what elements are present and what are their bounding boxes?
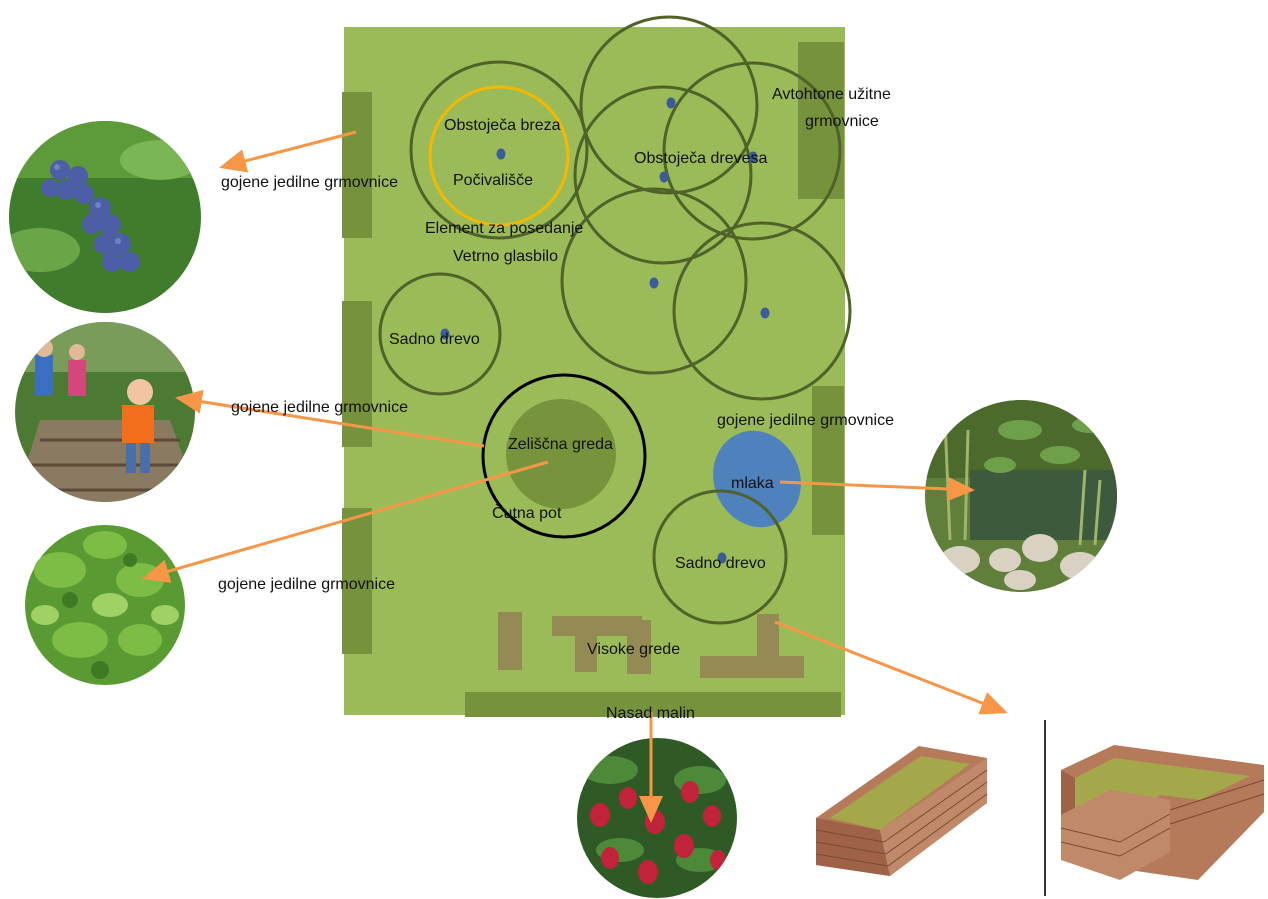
edible-shrubs-label-top-left: gojene jedilne grmovnice (221, 174, 398, 191)
herb-bed (506, 399, 616, 509)
edible-shrubs-label-right: gojene jedilne grmovnice (717, 412, 894, 429)
edible-shrubs-label-low-left: gojene jedilne grmovnice (218, 576, 395, 593)
native-shrubs-label-line2: grmovnice (805, 113, 879, 130)
raspberry-plantation-label: Nasad malin (606, 705, 695, 722)
existing-birch-label: Obstoječa breza (444, 117, 561, 134)
tree-canopies (378, 15, 852, 625)
blueberry-photo (9, 121, 201, 313)
rest-area-label: Počivališče (453, 172, 533, 189)
raised-bed-photo-l-shaped (1060, 745, 1265, 880)
raised-beds (498, 612, 804, 678)
native-shrubs-label-line1: Avtohtone užitne (772, 86, 891, 103)
sensory-path-label: Čutna pot (492, 503, 562, 522)
raspberry-photo (577, 738, 737, 898)
pond-label: mlaka (731, 475, 774, 492)
lawn-area (344, 27, 845, 715)
wind-instrument-label: Vetrno glasbilo (453, 248, 558, 265)
herb-bed-label: Zeliščna greda (508, 436, 613, 453)
hedge-strip-left-mid (342, 301, 372, 447)
pond-photo (925, 400, 1117, 592)
tree-trunks (440, 97, 770, 564)
fruit-tree-label-1: Sadno drevo (389, 331, 480, 348)
raspberry-strip (465, 692, 841, 717)
pond-shape (713, 430, 801, 528)
edible-shrubs-label-mid-left: gojene jedilne grmovnice (231, 399, 408, 416)
sensory-path-photo (15, 322, 195, 502)
herbs-photo (19, 519, 191, 691)
callout-arrows (142, 130, 1008, 823)
birch-rest-area-ring (428, 85, 570, 227)
raised-bed-photo-rectangular (815, 746, 988, 876)
raised-beds-label: Visoke grede (587, 641, 680, 658)
fruit-tree-label-2: Sadno drevo (675, 555, 766, 572)
hedge-strip-left-top (342, 92, 372, 238)
hedge-strip-right-mid (812, 386, 844, 535)
hedge-strip-left-low (342, 508, 372, 654)
seating-element-label: Element za posedanje (425, 220, 583, 237)
sensory-path-ring (481, 373, 647, 539)
existing-trees-label: Obstoječa drevesa (634, 150, 768, 167)
